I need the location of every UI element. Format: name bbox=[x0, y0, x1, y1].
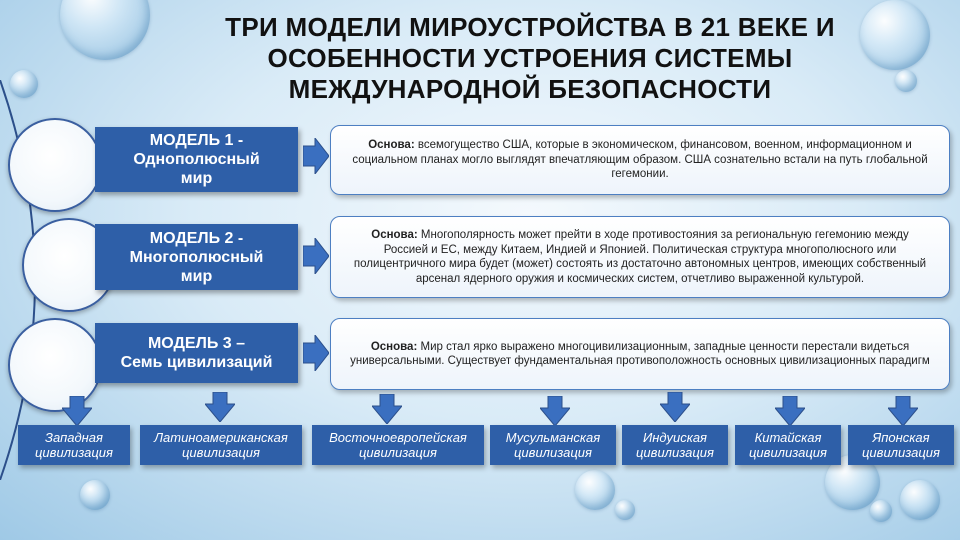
basis-text: Мир стал ярко выражено многоцивилизацион… bbox=[350, 340, 930, 368]
model-1-box: МОДЕЛЬ 1 - Однополюсный мир bbox=[95, 127, 298, 192]
civilization-label: Китайская цивилизация bbox=[749, 430, 827, 460]
model-2-name-cont: мир bbox=[180, 267, 213, 285]
civilization-label: Восточноевропейская цивилизация bbox=[329, 430, 467, 460]
arrow-right-icon bbox=[303, 238, 329, 274]
model-3-basis: Основа: Мир стал ярко выражено многоциви… bbox=[330, 318, 950, 390]
civilization-east-european: Восточноевропейская цивилизация bbox=[312, 425, 484, 465]
basis-text: Многополярность может прейти в ходе прот… bbox=[353, 229, 927, 285]
arrow-down-icon bbox=[205, 392, 235, 422]
civilization-western: Западная цивилизация bbox=[18, 425, 130, 465]
model-1-name: Однополюсный bbox=[133, 151, 260, 168]
civilization-label: Индуиская цивилизация bbox=[636, 430, 714, 460]
civilization-label: Японская цивилизация bbox=[862, 430, 940, 460]
basis-label: Основа: bbox=[370, 340, 418, 353]
bubble-decoration bbox=[895, 70, 917, 92]
civilization-label: Западная цивилизация bbox=[35, 430, 113, 460]
model-2-basis: Основа: Многополярность может прейти в х… bbox=[330, 216, 950, 298]
arrow-down-icon bbox=[372, 394, 402, 424]
arrow-down-icon bbox=[540, 396, 570, 426]
arrow-down-icon bbox=[775, 396, 805, 426]
model-3-name: Семь цивилизаций bbox=[120, 354, 273, 371]
arrow-down-icon bbox=[62, 396, 92, 426]
basis-label: Основа: bbox=[371, 229, 418, 241]
bubble-decoration bbox=[615, 500, 635, 520]
bubble-decoration bbox=[80, 480, 110, 510]
civilization-japanese: Японская цивилизация bbox=[848, 425, 954, 465]
arrow-right-icon bbox=[303, 335, 329, 371]
bubble-decoration bbox=[575, 470, 615, 510]
arrow-right-icon bbox=[303, 138, 329, 174]
model-3-box: МОДЕЛЬ 3 – Семь цивилизаций bbox=[95, 323, 298, 383]
model-1-orb bbox=[8, 118, 102, 212]
bubble-decoration bbox=[860, 0, 930, 70]
civilization-chinese: Китайская цивилизация bbox=[735, 425, 841, 465]
arrow-down-icon bbox=[660, 392, 690, 422]
bubble-decoration bbox=[870, 500, 892, 522]
model-1-name-cont: мир bbox=[180, 170, 213, 187]
bubble-decoration bbox=[900, 480, 940, 520]
civilization-label: Латиноамериканская цивилизация bbox=[154, 430, 288, 460]
model-2-title: МОДЕЛЬ 2 - bbox=[149, 229, 244, 247]
model-3-orb bbox=[8, 318, 102, 412]
model-2-name: Многополюсный bbox=[129, 248, 264, 266]
civilization-latin-american: Латиноамериканская цивилизация bbox=[140, 425, 302, 465]
basis-text: всемогущество США, которые в экономическ… bbox=[352, 139, 928, 181]
basis-label: Основа: bbox=[368, 139, 415, 152]
model-1-basis: Основа: всемогущество США, которые в эко… bbox=[330, 125, 950, 195]
civilization-muslim: Мусульманская цивилизация bbox=[490, 425, 616, 465]
page-title: ТРИ МОДЕЛИ МИРОУСТРОЙСТВА В 21 ВЕКЕ И ОС… bbox=[225, 12, 835, 104]
civilization-label: Мусульманская цивилизация bbox=[505, 430, 601, 460]
model-2-box: МОДЕЛЬ 2 - Многополюсный мир bbox=[95, 224, 298, 290]
model-1-title: МОДЕЛЬ 1 - bbox=[149, 132, 244, 149]
arrow-down-icon bbox=[888, 396, 918, 426]
bubble-decoration bbox=[10, 70, 38, 98]
bubble-decoration bbox=[60, 0, 150, 60]
civilization-indian: Индуиская цивилизация bbox=[622, 425, 728, 465]
model-3-title: МОДЕЛЬ 3 – bbox=[147, 335, 246, 352]
